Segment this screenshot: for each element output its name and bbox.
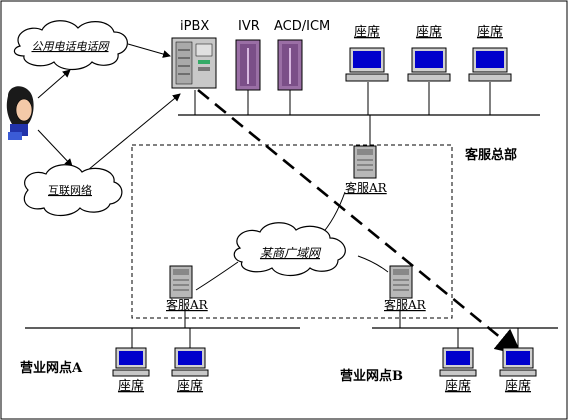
- wan-cloud-label: 某商广域网: [260, 246, 322, 260]
- ipbx-label: iPBX: [180, 19, 209, 34]
- ar-label: 客服AR: [384, 297, 427, 312]
- pstn-cloud-label: 公用电话电话网: [32, 40, 111, 53]
- router-icon: [353, 145, 377, 179]
- server-icon: [235, 39, 261, 91]
- workstation-icon: [468, 47, 512, 82]
- seat-label: 座席: [505, 378, 531, 394]
- seat-label: 座席: [477, 24, 503, 40]
- site-a-label: 营业网点A: [20, 360, 83, 376]
- arrow-person-pstn: [37, 69, 71, 99]
- server-icon: [277, 39, 303, 91]
- router-icon: [389, 265, 413, 299]
- hq-boundary: [131, 144, 453, 319]
- workstation-icon: [112, 347, 150, 377]
- server-icon: [171, 37, 217, 89]
- workstation-icon: [407, 47, 451, 82]
- cloud-icon: [13, 20, 128, 71]
- workstation-icon: [499, 347, 537, 377]
- arrow-internet-ipbx: [87, 93, 181, 171]
- cloud-icon: [233, 222, 346, 277]
- call-route-dashed-arrow: [197, 88, 523, 356]
- arrow-person-internet: [37, 129, 73, 167]
- cloud-icon: [23, 164, 123, 217]
- arrow-pstn-ipbx: [127, 43, 171, 58]
- workstation-icon: [439, 347, 477, 377]
- seat-label: 座席: [354, 24, 380, 40]
- ivr-label: IVR: [238, 19, 260, 34]
- workstation-icon: [171, 347, 209, 377]
- seat-label: 座席: [118, 378, 144, 394]
- acd-label: ACD/ICM: [274, 19, 330, 34]
- seat-label: 座席: [177, 378, 203, 394]
- site-b-label: 营业网点B: [340, 368, 403, 384]
- hq-label: 客服总部: [465, 147, 517, 163]
- seat-label: 座席: [445, 378, 471, 394]
- link-wan-arb: [357, 255, 389, 273]
- link-wan-ara: [195, 261, 239, 291]
- person-icon: [6, 86, 34, 140]
- router-icon: [169, 265, 193, 299]
- ar-label: 客服AR: [166, 297, 209, 312]
- workstation-icon: [345, 47, 389, 82]
- seat-label: 座席: [416, 24, 442, 40]
- internet-cloud-label: 互联网络: [48, 183, 92, 197]
- ar-label: 客服AR: [345, 180, 388, 195]
